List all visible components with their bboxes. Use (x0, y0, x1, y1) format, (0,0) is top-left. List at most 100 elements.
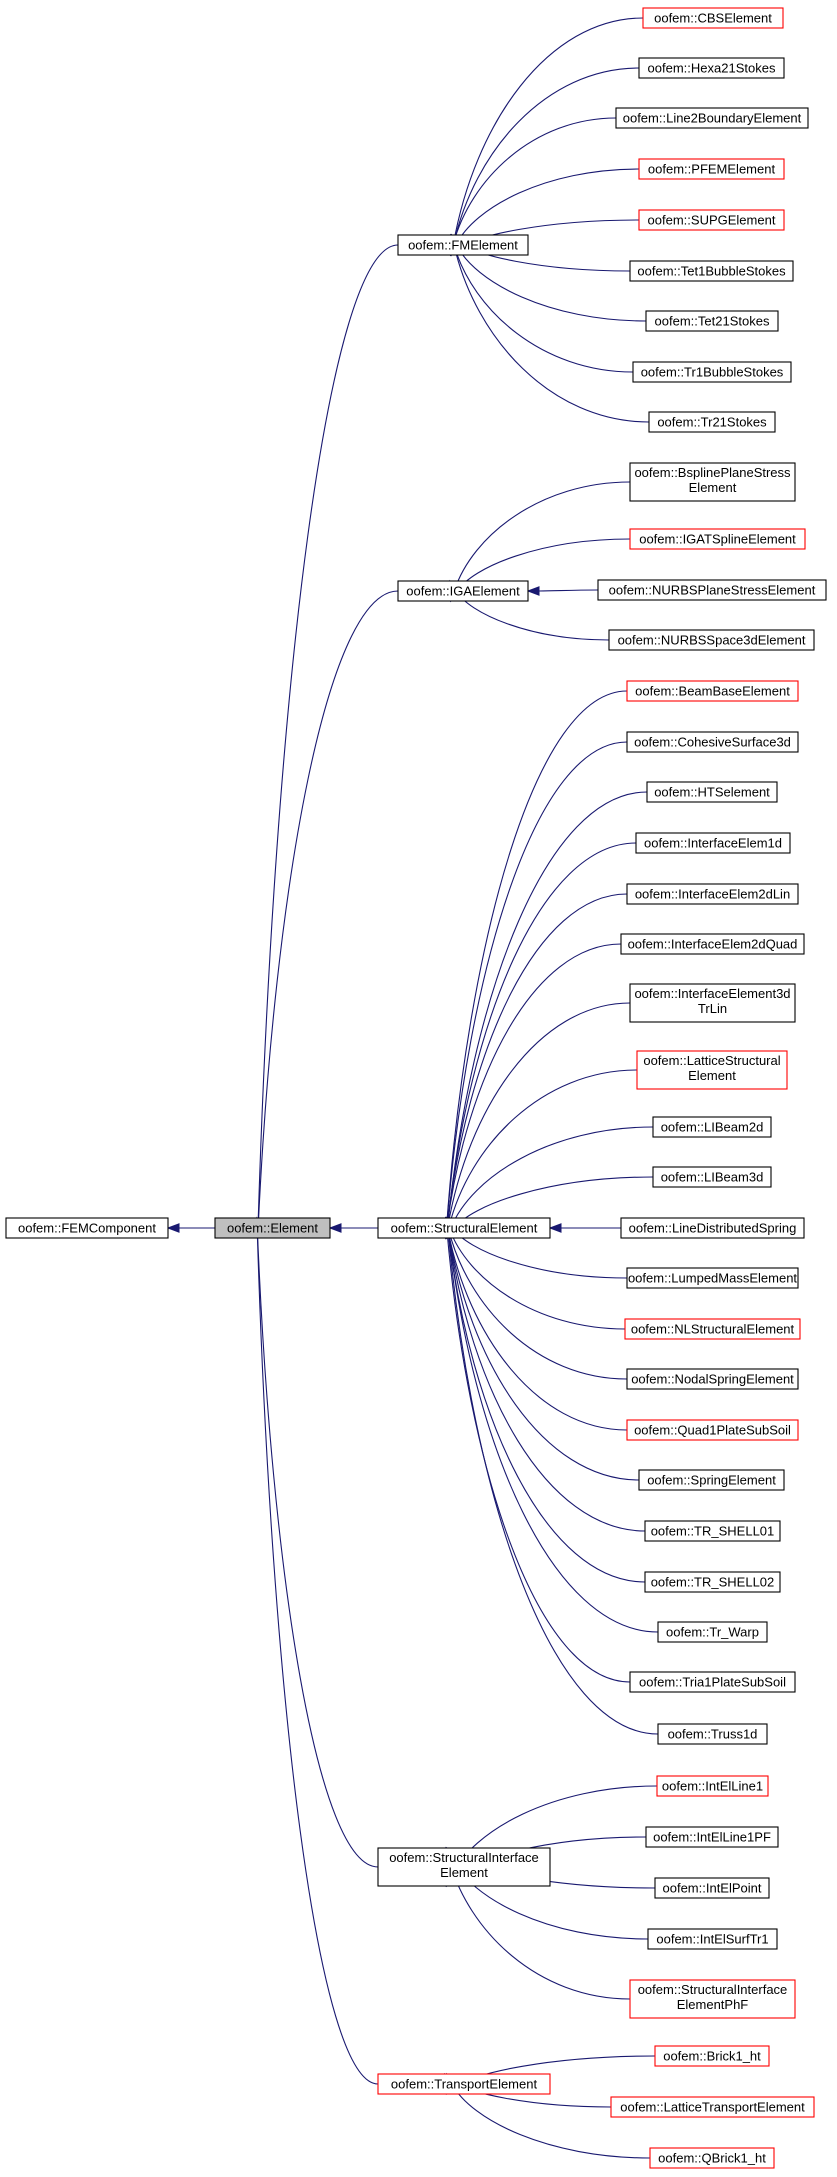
edge-beam-base-element-to-structural-element (441, 690, 628, 1240)
class-node-element[interactable]: oofem::Element (214, 1217, 331, 1239)
class-node-tr-shell01[interactable]: oofem::TR_SHELL01 (644, 1520, 781, 1542)
edge-line (447, 1228, 646, 1583)
class-name-label: oofem::InterfaceElem1d (644, 836, 782, 851)
edge-line (447, 1228, 659, 1633)
node-box (377, 1217, 551, 1239)
node-box (626, 1267, 799, 1289)
class-node-brick1-ht[interactable]: oofem::Brick1_ht (654, 2045, 770, 2067)
edge-truss1d-to-structural-element (443, 1216, 659, 1735)
class-name-label: oofem::FMElement (408, 238, 518, 253)
class-node-tr1-bubble-stokes[interactable]: oofem::Tr1BubbleStokes (632, 361, 792, 383)
class-node-structural-element[interactable]: oofem::StructuralElement (377, 1217, 551, 1239)
class-node-tr-warp[interactable]: oofem::Tr_Warp (657, 1621, 768, 1643)
class-node-tr21-stokes[interactable]: oofem::Tr21Stokes (648, 411, 776, 433)
class-name-label: oofem::Line2BoundaryElement (623, 111, 802, 126)
class-node-libeam3d[interactable]: oofem::LIBeam3d (652, 1166, 772, 1188)
class-node-pfemelement[interactable]: oofem::PFEMElement (638, 158, 785, 180)
class-node-interface-elem2d-lin[interactable]: oofem::InterfaceElem2dLin (626, 883, 799, 905)
node-box (638, 158, 785, 180)
class-name-label: oofem::StructuralInterface (389, 1850, 539, 1865)
edge-htselement-to-structural-element (442, 791, 648, 1240)
edge-line (451, 2083, 651, 2159)
class-node-hexa21-stokes[interactable]: oofem::Hexa21Stokes (638, 57, 785, 79)
class-name-label: oofem::IntElLine1 (662, 1779, 763, 1794)
class-node-tria1-plate-sub-soil[interactable]: oofem::Tria1PlateSubSoil (629, 1671, 796, 1693)
class-node-truss1d[interactable]: oofem::Truss1d (657, 1723, 768, 1745)
class-node-line-distributed-spring[interactable]: oofem::LineDistributedSpring (620, 1217, 805, 1239)
edge-line (453, 67, 640, 245)
class-node-nodal-spring-element[interactable]: oofem::NodalSpringElement (626, 1368, 799, 1390)
class-node-int-el-surf-tr1[interactable]: oofem::IntElSurfTr1 (647, 1928, 778, 1950)
node-box (5, 1217, 169, 1239)
class-name-label: oofem::LineDistributedSpring (629, 1221, 797, 1236)
edge-line (453, 245, 634, 373)
class-name-label: oofem::IGAElement (406, 584, 520, 599)
class-name-label: oofem::TransportElement (391, 2077, 538, 2092)
class-name-label: oofem::Quad1PlateSubSoil (634, 1423, 791, 1438)
edge-tria1-plate-sub-soil-to-structural-element (441, 1216, 631, 1683)
arrowhead (548, 1223, 562, 1233)
node-box (644, 1520, 781, 1542)
class-node-beam-base-element[interactable]: oofem::BeamBaseElement (626, 680, 799, 702)
class-name-label: oofem::StructuralInterface (638, 1982, 788, 1997)
class-name-label: oofem::NURBSPlaneStressElement (609, 583, 816, 598)
class-name-label: oofem::HTSelement (654, 785, 770, 800)
class-node-transport-element[interactable]: oofem::TransportElement (377, 2073, 551, 2095)
class-node-supgelement[interactable]: oofem::SUPGElement (638, 209, 785, 231)
class-name-label: oofem::Tria1PlateSubSoil (639, 1675, 786, 1690)
class-node-tet1-bubble-stokes[interactable]: oofem::Tet1BubbleStokes (629, 260, 794, 282)
class-node-femcomponent[interactable]: oofem::FEMComponent (5, 1217, 169, 1239)
edge-line (447, 791, 648, 1228)
class-node-interface-elem2d-quad[interactable]: oofem::InterfaceElem2dQuad (620, 933, 805, 955)
class-node-int-el-line1[interactable]: oofem::IntElLine1 (656, 1775, 769, 1797)
class-node-tr-shell02[interactable]: oofem::TR_SHELL02 (644, 1571, 781, 1593)
class-name-label: oofem::PFEMElement (648, 162, 776, 177)
class-node-htselement[interactable]: oofem::HTSelement (646, 781, 778, 803)
class-node-tet21-stokes[interactable]: oofem::Tet21Stokes (645, 310, 779, 332)
class-node-igaelement[interactable]: oofem::IGAElement (397, 580, 529, 602)
class-node-cohesive-surface3d[interactable]: oofem::CohesiveSurface3d (626, 731, 799, 753)
class-name-label: oofem::LumpedMassElement (628, 1271, 797, 1286)
edge-line (446, 943, 622, 1228)
edge-structural-element-to-element (328, 1223, 379, 1233)
class-node-lattice-transport-element[interactable]: oofem::LatticeTransportElement (610, 2096, 815, 2118)
node-box (620, 933, 805, 955)
class-node-nurbsspace3d-element[interactable]: oofem::NURBSSpace3dElement (608, 629, 815, 651)
class-node-nurbsplane-stress-element[interactable]: oofem::NURBSPlaneStressElement (597, 579, 827, 601)
edge-line (256, 1228, 379, 1868)
class-node-interface-elem1d[interactable]: oofem::InterfaceElem1d (635, 832, 791, 854)
node-box (657, 1723, 768, 1745)
node-box (657, 1621, 768, 1643)
node-box (629, 983, 796, 1023)
node-box (654, 1877, 770, 1899)
edge-tr1-bubble-stokes-to-fmelement (449, 233, 634, 373)
node-box (646, 781, 778, 803)
class-node-igatspline-element[interactable]: oofem::IGATSplineElement (629, 528, 806, 550)
class-node-lumped-mass-element[interactable]: oofem::LumpedMassElement (626, 1267, 799, 1289)
edge-spring-element-to-structural-element (443, 1216, 640, 1481)
edge-tr21-stokes-to-fmelement (449, 233, 650, 423)
class-node-line2-boundary-element[interactable]: oofem::Line2BoundaryElement (615, 107, 809, 129)
class-name-label: oofem::NURBSSpace3dElement (618, 633, 806, 648)
class-name-label: oofem::Tr1BubbleStokes (641, 365, 784, 380)
class-node-int-el-line1-pf[interactable]: oofem::IntElLine1PF (645, 1826, 779, 1848)
class-name-label: oofem::InterfaceElem2dLin (635, 887, 790, 902)
class-node-fmelement[interactable]: oofem::FMElement (397, 234, 529, 256)
node-box (597, 579, 827, 601)
class-node-qbrick1-ht[interactable]: oofem::QBrick1_ht (649, 2147, 775, 2169)
node-box (635, 832, 791, 854)
class-name-label: oofem::Tet21Stokes (655, 314, 770, 329)
class-node-spring-element[interactable]: oofem::SpringElement (638, 1469, 785, 1491)
class-node-cbselement[interactable]: oofem::CBSElement (642, 7, 784, 29)
class-name-label: oofem::SpringElement (647, 1473, 776, 1488)
class-node-libeam2d[interactable]: oofem::LIBeam2d (652, 1116, 772, 1138)
class-node-quad1-plate-sub-soil[interactable]: oofem::Quad1PlateSubSoil (626, 1419, 799, 1441)
class-node-int-el-point[interactable]: oofem::IntElPoint (654, 1877, 770, 1899)
edge-line (447, 1228, 659, 1735)
class-node-nlstructural-element[interactable]: oofem::NLStructuralElement (624, 1318, 801, 1340)
